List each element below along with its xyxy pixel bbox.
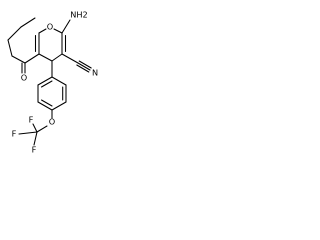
atom-label-fluorine-left: F xyxy=(12,129,17,139)
bond-c3-c4 xyxy=(51,53,63,62)
trifluoromethoxy-group xyxy=(18,109,53,146)
bond-ph6-ph1 xyxy=(37,76,53,86)
atom-label-fluorine-top: F xyxy=(29,115,34,125)
bond-ph3-ph4 xyxy=(51,101,67,111)
atom-label-ether-oxygen: O xyxy=(49,117,55,127)
cyclohexanone-ring xyxy=(7,17,47,64)
bond-c2-amine xyxy=(61,19,71,34)
bond-ph6-ph1-double xyxy=(40,80,53,88)
bond-ph1-ph2 xyxy=(51,76,67,86)
bond-c8-c9 xyxy=(7,26,22,41)
atom-label-ketone-oxygen: O xyxy=(21,73,27,83)
bond-cf3-f-top xyxy=(32,123,38,133)
atom-labels: NH2 O O N O F F F xyxy=(12,10,98,155)
bond-c10-c11 xyxy=(11,55,26,64)
bond-cf3-f-bottom xyxy=(33,131,38,146)
bond-o-ether-cf3 xyxy=(36,125,48,133)
bond-nitrile-triple-1 xyxy=(77,62,91,71)
phenyl-ring xyxy=(37,76,67,111)
bond-c3-c-nitrile xyxy=(61,53,79,64)
chemical-structure-diagram: NH2 O O N O F F F xyxy=(7,10,98,155)
atom-label-ring-oxygen: O xyxy=(47,22,53,32)
bond-c9-c10 xyxy=(7,39,13,57)
bond-c11-c6 xyxy=(24,53,40,64)
substituents xyxy=(21,19,92,78)
structure-canvas: NH2 O O N O F F F xyxy=(0,0,111,157)
bond-c7-o1 xyxy=(38,28,47,34)
bond-o1-c2 xyxy=(53,28,63,34)
bond-c4-c6 xyxy=(38,53,53,62)
bond-nitrile-triple-3 xyxy=(76,64,90,73)
bond-nitrile-triple-2 xyxy=(78,60,92,69)
atom-label-nitrile-nitrogen: N xyxy=(92,68,98,78)
bond-ph4-ph5-double xyxy=(40,99,53,107)
atom-label-amine: NH2 xyxy=(70,10,88,20)
bond-c8-c7 xyxy=(20,17,36,28)
pyran-ring xyxy=(38,28,67,62)
atom-label-fluorine-bottom: F xyxy=(32,145,37,155)
bond-cf3-f-left xyxy=(18,131,38,135)
bond-ph4-ph5 xyxy=(37,101,53,111)
